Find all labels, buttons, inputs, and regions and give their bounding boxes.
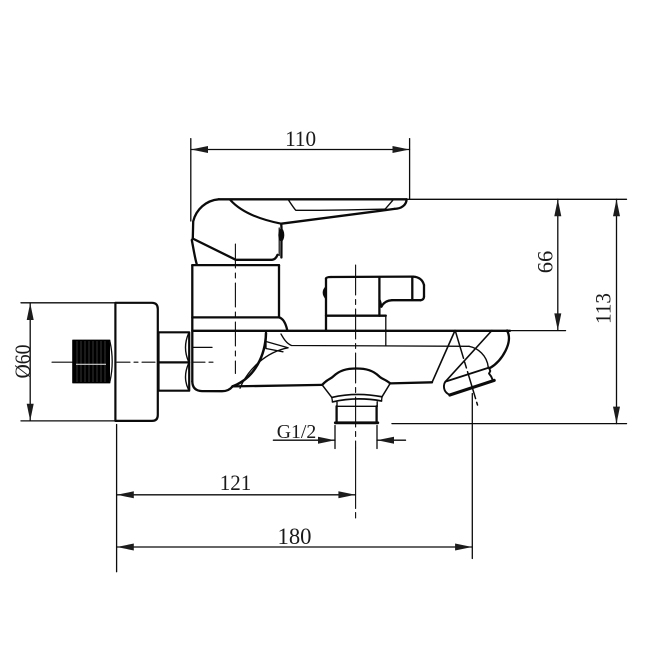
- svg-text:180: 180: [278, 524, 312, 549]
- svg-text:121: 121: [220, 470, 252, 495]
- svg-text:Ø60: Ø60: [10, 345, 35, 379]
- svg-text:110: 110: [285, 126, 316, 151]
- svg-text:G1/2: G1/2: [277, 421, 317, 443]
- svg-text:113: 113: [591, 293, 616, 324]
- svg-text:66: 66: [533, 251, 558, 274]
